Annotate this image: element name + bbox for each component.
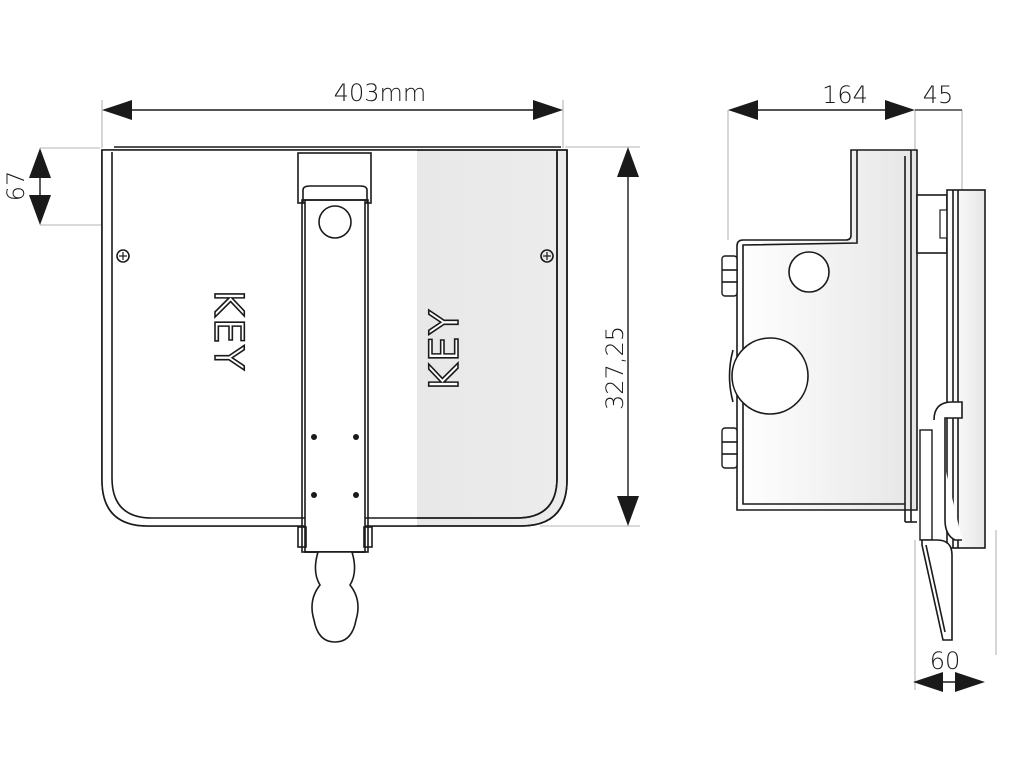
svg-text:327,25: 327,25 bbox=[601, 326, 629, 410]
side-plate bbox=[946, 189, 986, 549]
side-body bbox=[721, 149, 918, 523]
svg-text:45: 45 bbox=[923, 81, 954, 109]
dim-depth-extra: 45 bbox=[915, 81, 962, 111]
dim-width: 403mm bbox=[102, 79, 563, 120]
front-screw-left bbox=[116, 249, 130, 263]
side-view: 164 45 60 bbox=[721, 81, 997, 692]
front-handle bbox=[297, 152, 373, 643]
dim-offset: 67 bbox=[2, 148, 51, 225]
front-screw-right bbox=[540, 249, 554, 263]
svg-text:67: 67 bbox=[2, 171, 30, 202]
dim-depth: 164 bbox=[728, 81, 915, 120]
svg-text:164: 164 bbox=[822, 81, 868, 109]
svg-text:KEY: KEY bbox=[205, 290, 251, 372]
dim-handle: 60 bbox=[913, 647, 985, 692]
svg-text:60: 60 bbox=[930, 647, 961, 675]
side-hinge bbox=[916, 194, 951, 254]
front-view: KEY KEY 403mm bbox=[2, 79, 640, 643]
side-lever bbox=[919, 401, 963, 641]
dim-height: 327,25 bbox=[601, 147, 639, 526]
side-extension-lines bbox=[727, 110, 997, 690]
logo-right: KEY bbox=[421, 307, 469, 391]
svg-text:KEY: KEY bbox=[422, 308, 468, 390]
logo-left: KEY bbox=[204, 289, 252, 373]
svg-text:403mm: 403mm bbox=[334, 79, 427, 107]
